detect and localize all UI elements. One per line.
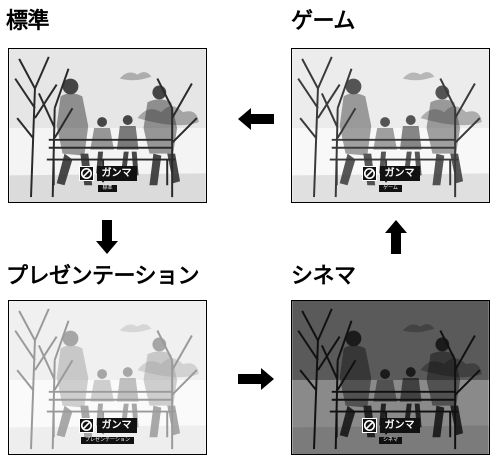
heading-presentation: プレゼンテーション (6, 264, 200, 289)
illustration-cinema (292, 301, 489, 454)
arrow-left-icon (238, 108, 274, 130)
osd-presentation: ガンマ プレゼンテーション (78, 418, 137, 444)
heading-standard: 標準 (6, 9, 50, 34)
osd-mode-label: ゲーム (379, 185, 402, 192)
osd-gamma-label: ガンマ (96, 166, 137, 181)
osd-cinema: ガンマ シネマ (361, 418, 420, 444)
panel-standard: ガンマ 標準 (8, 48, 207, 203)
osd-gamma-label: ガンマ (379, 166, 420, 181)
arrow-down-icon (96, 220, 118, 254)
arrow-up-icon (385, 220, 407, 254)
osd-mode-label: 標準 (98, 185, 117, 192)
osd-mode-label: プレゼンテーション (81, 437, 134, 444)
gamma-icon (78, 418, 94, 433)
gamma-icon (78, 166, 94, 181)
panel-game: ガンマ ゲーム (291, 48, 490, 203)
heading-game: ゲーム (291, 9, 355, 34)
osd-gamma-label: ガンマ (379, 418, 420, 433)
gamma-icon (361, 418, 377, 433)
arrow-right-icon (238, 368, 274, 390)
osd-row: ガンマ (78, 418, 137, 433)
gamma-icon (361, 166, 377, 181)
osd-row: ガンマ (78, 166, 137, 181)
osd-mode-label: シネマ (378, 437, 402, 444)
osd-game: ガンマ ゲーム (361, 166, 420, 192)
osd-row: ガンマ (361, 418, 420, 433)
osd-gamma-label: ガンマ (96, 418, 137, 433)
panel-cinema: ガンマ シネマ (291, 300, 490, 455)
panel-presentation: ガンマ プレゼンテーション (8, 300, 207, 455)
heading-cinema: シネマ (291, 264, 356, 289)
osd-standard: ガンマ 標準 (78, 166, 137, 192)
osd-row: ガンマ (361, 166, 420, 181)
